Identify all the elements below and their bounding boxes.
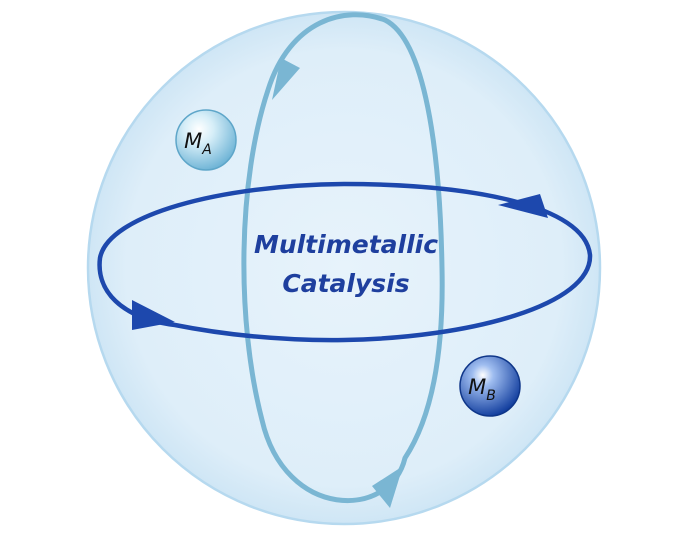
title-line-2: Catalysis — [282, 269, 409, 298]
horizontal-cycle-arrowhead-left — [132, 300, 175, 330]
horizontal-catalytic-cycle — [97, 181, 593, 343]
horizontal-cycle-arrowhead-right — [498, 194, 548, 218]
vertical-cycle-arrowhead-bottom — [372, 466, 403, 508]
vertical-catalytic-cycle — [241, 12, 445, 508]
metal-b-label: MB — [468, 375, 496, 404]
metal-b: MB — [459, 355, 521, 417]
metal-a-label: MA — [184, 129, 212, 158]
outer-sphere — [86, 10, 602, 526]
vertical-cycle-arrowhead-top — [272, 58, 300, 100]
title-line-1: Multimetallic — [254, 230, 438, 259]
metal-a: MA — [175, 109, 237, 171]
metal-a-sphere — [175, 109, 237, 171]
vertical-cycle-path — [241, 12, 445, 503]
metal-b-sphere — [459, 355, 521, 417]
